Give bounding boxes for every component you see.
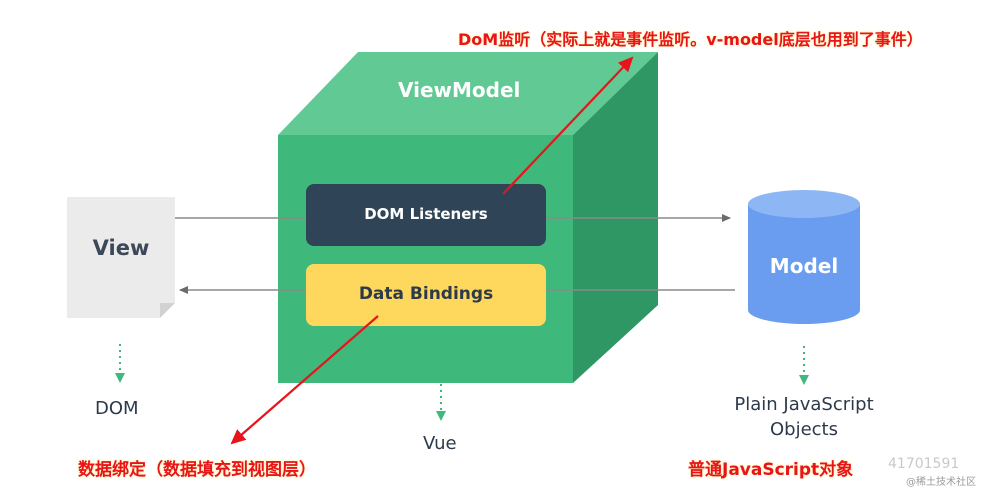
dom-listeners-label: DOM Listeners (364, 205, 488, 223)
model-cylinder-top (748, 190, 860, 218)
data-binding-annotation-arrow (230, 315, 379, 445)
viewmodel-cube-top (278, 52, 658, 135)
watermark-site: @稀土技术社区 (906, 477, 976, 488)
plain-object-annotation: 普通JavaScript对象 (688, 460, 854, 480)
view-label: View (92, 236, 150, 260)
plain-js-label-line2: Objects (769, 419, 838, 440)
dom-label: DOM (95, 398, 139, 419)
vue-label: Vue (423, 433, 457, 454)
viewmodel-cube-front (278, 135, 573, 383)
model-label: Model (769, 254, 839, 278)
data-bindings-label: Data Bindings (358, 284, 494, 304)
watermark-text: 41701591 (888, 456, 960, 472)
view-document (67, 197, 175, 318)
data-binding-annotation: 数据绑定（数据填充到视图层） (78, 460, 316, 480)
data-bindings-box (306, 264, 546, 326)
dom-listen-annotation: DoM监听（实际上就是事件监听。v-model底层也用到了事件） (458, 30, 923, 49)
dom-listeners-box (306, 184, 546, 246)
model-cylinder-body (748, 204, 860, 310)
viewmodel-title: ViewModel (398, 78, 521, 102)
plain-js-label-line1: Plain JavaScript (734, 394, 874, 415)
view-document-fold (160, 303, 175, 318)
model-cylinder-bottom (748, 296, 860, 324)
dom-listen-annotation-arrow (502, 56, 634, 195)
